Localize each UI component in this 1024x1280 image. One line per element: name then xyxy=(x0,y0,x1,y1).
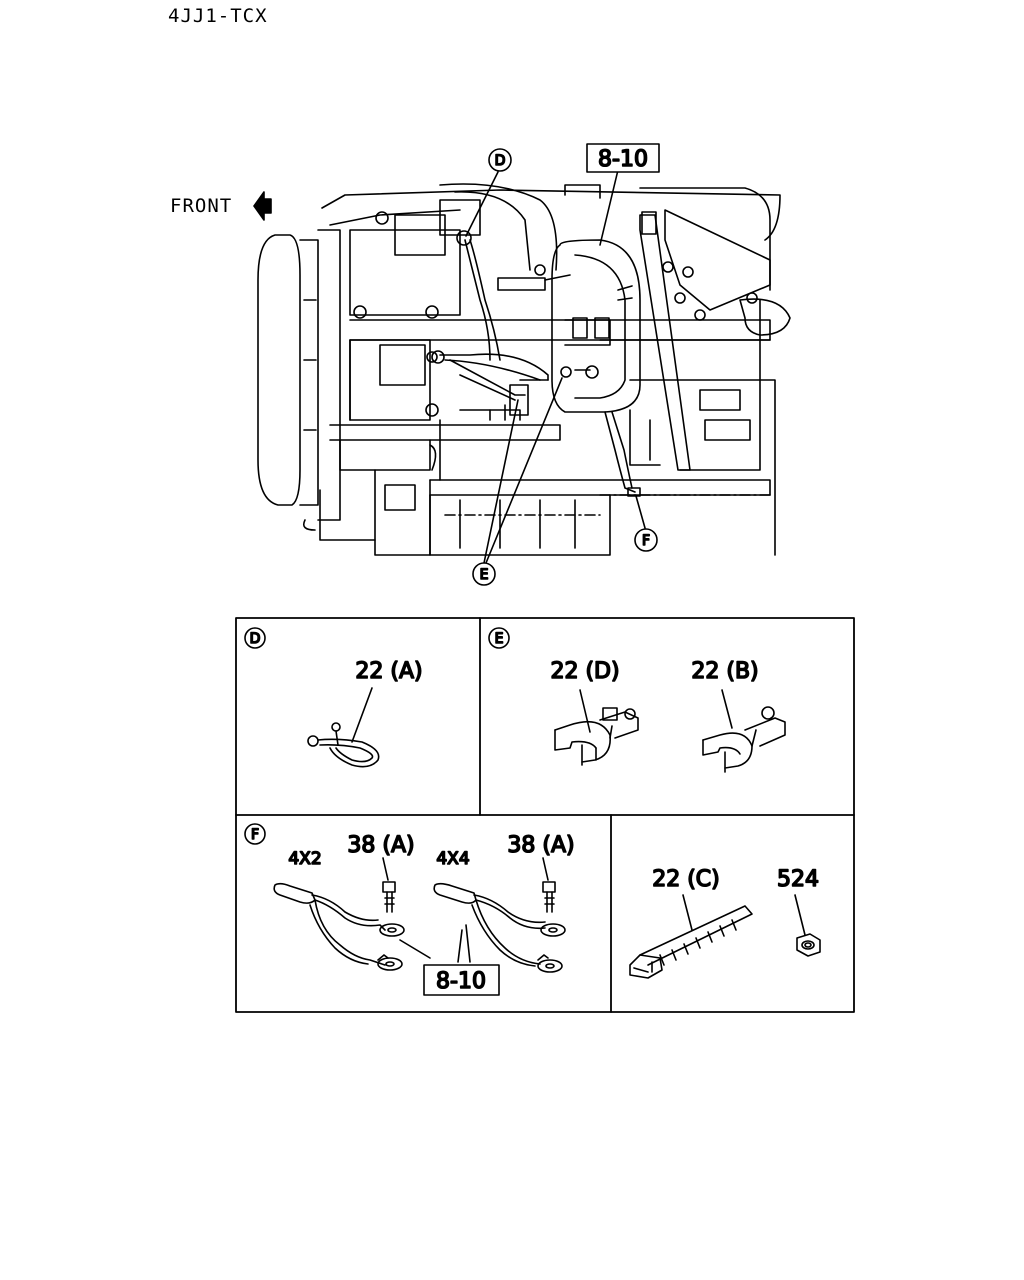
clamp-22b-icon xyxy=(702,706,786,773)
ref-box-f xyxy=(423,964,500,996)
model-code: 4JJ1-TCX xyxy=(168,5,268,27)
nut-524-icon xyxy=(796,933,821,957)
leader-8-10 xyxy=(599,169,619,246)
svg-text:D: D xyxy=(250,631,261,647)
leader-e1 xyxy=(483,399,519,564)
detail-panels xyxy=(235,617,855,1013)
part-22d-label: 22 (D) xyxy=(550,659,619,684)
ref-label-f: 8-10 xyxy=(436,969,486,994)
front-direction-label: FRONT xyxy=(170,195,233,217)
bolt-38a-left-label: 38 (A) xyxy=(347,833,414,858)
callout-f xyxy=(634,528,658,552)
front-arrow-icon xyxy=(253,191,272,221)
cable-tie-22c-icon xyxy=(629,905,753,979)
panel-f: F 4X2 4X4 38 (A) 38 (A) xyxy=(244,823,575,996)
variant-4x2-label: 4X2 xyxy=(288,849,321,869)
ref-label-8-10: 8-10 xyxy=(598,147,648,172)
bolt-38a-right-label: 38 (A) xyxy=(507,833,574,858)
callout-d-label: D xyxy=(495,153,506,169)
part-22b-label: 22 (B) xyxy=(691,659,758,684)
ref-box-8-10 xyxy=(586,143,660,173)
ground-strap-4x2-icon xyxy=(273,881,405,971)
svg-text:E: E xyxy=(495,631,504,647)
svg-text:F: F xyxy=(251,827,259,843)
panel-g: 22 (C) 524 xyxy=(629,866,821,979)
variant-4x4-label: 4X4 xyxy=(436,849,469,869)
panel-d: D 22 (A) xyxy=(244,627,423,768)
callout-e xyxy=(472,562,496,586)
panel-e: E 22 (D) 22 (B) xyxy=(488,627,786,773)
part-22c-label: 22 (C) xyxy=(652,867,720,892)
clip-22a-icon xyxy=(307,722,380,768)
engine-drawing xyxy=(257,183,791,556)
leader-e2 xyxy=(485,377,563,564)
callout-e-label: E xyxy=(480,567,489,583)
leader-d xyxy=(465,171,499,237)
ground-strap-4x4-icon xyxy=(433,881,566,973)
leader-f xyxy=(635,495,646,529)
clamp-22d-icon xyxy=(554,707,639,766)
part-22a-label: 22 (A) xyxy=(355,659,422,684)
callout-f-label: F xyxy=(642,533,650,549)
callout-d xyxy=(488,148,512,172)
part-524-label: 524 xyxy=(777,867,819,892)
